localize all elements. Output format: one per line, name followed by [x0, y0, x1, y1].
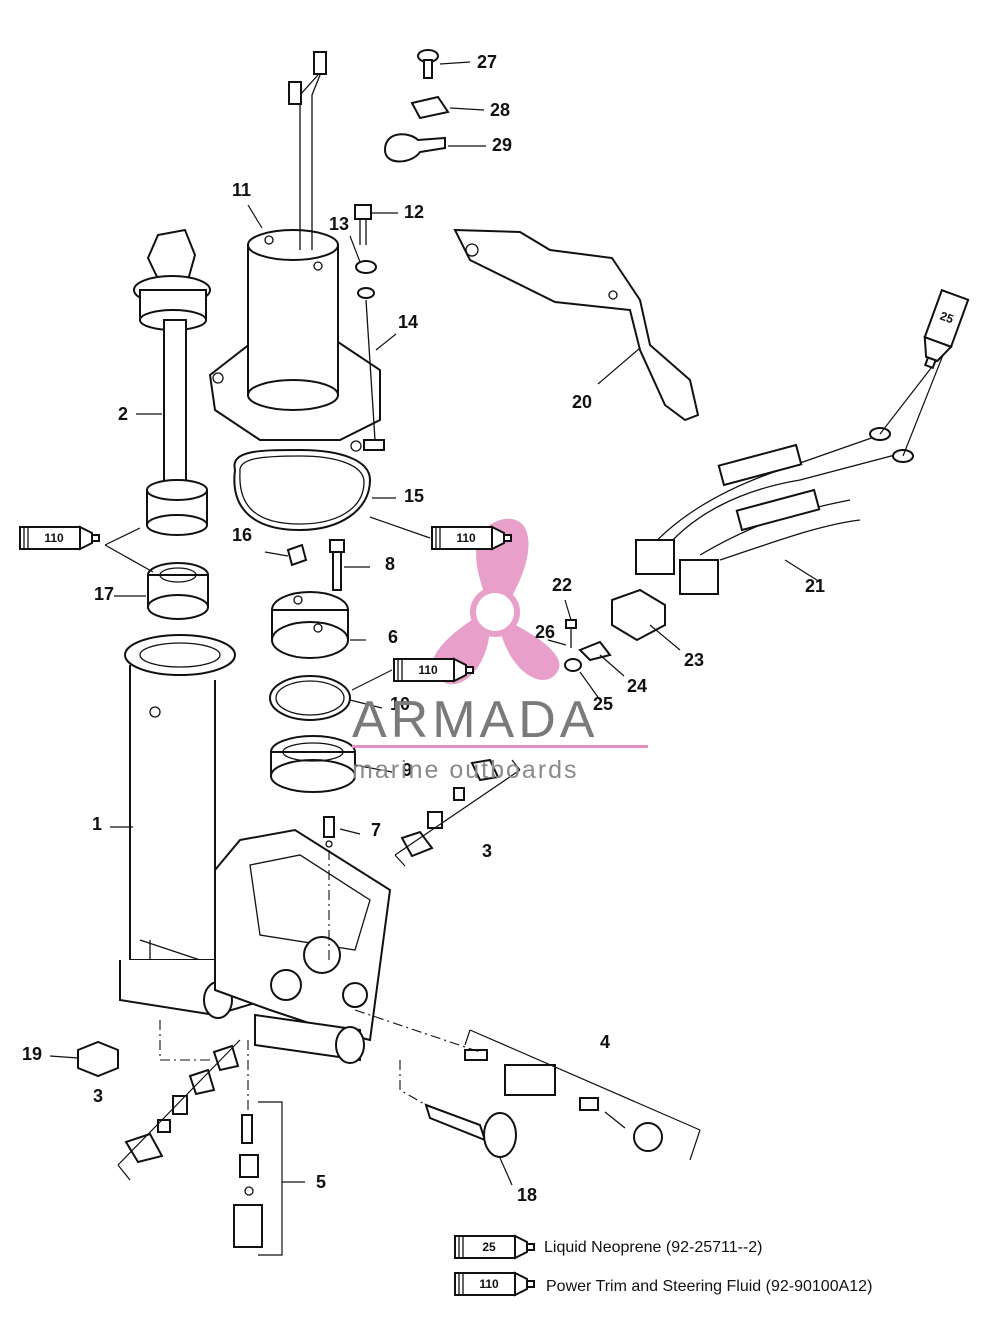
callout-numbers: 1233456789101112131415161718192021222324… [22, 52, 825, 1205]
legend-row-25: Liquid Neoprene (92-25711--2) [544, 1239, 763, 1256]
callout-5: 5 [316, 1172, 326, 1192]
ring-nut-9 [270, 735, 356, 793]
check-valve-7 [323, 816, 335, 848]
oring-10 [269, 675, 351, 721]
clip-16 [286, 543, 308, 567]
callout-6: 6 [388, 627, 398, 647]
tube-25: 25 [454, 1234, 535, 1260]
clip-24 [578, 640, 612, 662]
callout-4: 4 [600, 1032, 610, 1052]
manual-release-valve-4 [464, 1029, 701, 1161]
callout-17: 17 [94, 584, 114, 604]
cap-19 [77, 1040, 119, 1078]
tube-label: 110 [44, 531, 64, 545]
tube-110: 110 [19, 525, 100, 551]
callout-11: 11 [232, 180, 251, 200]
washer-13 [355, 260, 377, 299]
valve-kit-3-lower [117, 1039, 241, 1181]
pump-6 [271, 591, 349, 659]
callout-16: 16 [232, 525, 252, 545]
clamp-29 [383, 133, 446, 163]
tube-25-vertical: 25 [923, 288, 970, 370]
callout-1: 1 [92, 814, 102, 834]
tube-label: 110 [456, 531, 476, 545]
relay-23 [611, 588, 666, 642]
relief-valve-5 [233, 1101, 283, 1256]
manual-valve-18 [424, 1103, 517, 1158]
tube-110: 110 [431, 525, 512, 551]
bolt-8 [329, 539, 345, 591]
manifold-block [214, 828, 392, 1064]
grommet-25 [564, 658, 582, 672]
callout-28: 28 [490, 100, 510, 120]
ground-strap-14 [363, 299, 385, 451]
callout-15: 15 [404, 486, 424, 506]
callout-24: 24 [627, 676, 647, 696]
callout-3: 3 [482, 841, 492, 861]
screw-12 [354, 204, 372, 245]
callout-22: 22 [552, 575, 572, 595]
callout-18: 18 [517, 1185, 537, 1205]
armada-watermark: ARMADA marine outboards [352, 691, 648, 784]
callout-23: 23 [684, 650, 704, 670]
tube-110: 110 [454, 1271, 535, 1297]
callout-27: 27 [477, 52, 497, 72]
screw-22 [565, 619, 577, 648]
callout-20: 20 [572, 392, 592, 412]
callout-29: 29 [492, 135, 512, 155]
callout-26: 26 [535, 622, 555, 642]
trim-cylinder-body [119, 634, 266, 1019]
callout-21: 21 [805, 576, 825, 596]
callout-10: 10 [390, 694, 410, 714]
callout-9: 9 [402, 760, 412, 780]
legend-row-110: Power Trim and Steering Fluid (92-90100A… [546, 1278, 872, 1295]
tube-25-vertical-label: 25 [938, 309, 956, 327]
callout-2: 2 [118, 404, 128, 424]
tube-label: 110 [418, 663, 438, 677]
legend: Liquid Neoprene (92-25711--2) Power Trim… [544, 1239, 872, 1295]
screw-27 [417, 49, 439, 79]
trim-ram [133, 228, 211, 536]
callout-13: 13 [329, 214, 349, 234]
callout-12: 12 [404, 202, 424, 222]
callout-3: 3 [93, 1086, 103, 1106]
callout-25: 25 [593, 694, 613, 714]
tube-110: 110 [393, 657, 474, 683]
watermark-title: ARMADA [352, 691, 598, 749]
tube-label: 25 [482, 1240, 496, 1254]
legend-text-25: Liquid Neoprene (92-25711--2) [544, 1239, 763, 1256]
trim-motor [208, 51, 381, 452]
callout-14: 14 [398, 312, 418, 332]
wiring-harness-21 [635, 349, 946, 595]
mounting-bracket-20 [453, 228, 700, 422]
seal-17 [147, 562, 209, 620]
tube-label: 110 [479, 1277, 499, 1291]
valve-kit-3-upper [394, 758, 521, 867]
leader-lines [49, 61, 821, 1186]
watermark-subtitle: marine outboards [352, 756, 579, 784]
watermark-underline [352, 745, 648, 748]
callout-19: 19 [22, 1044, 42, 1064]
callout-8: 8 [385, 554, 395, 574]
legend-text-110: Power Trim and Steering Fluid (92-90100A… [546, 1278, 872, 1295]
callout-7: 7 [371, 820, 381, 840]
oring-15 [233, 448, 372, 532]
clip-28 [410, 95, 450, 120]
